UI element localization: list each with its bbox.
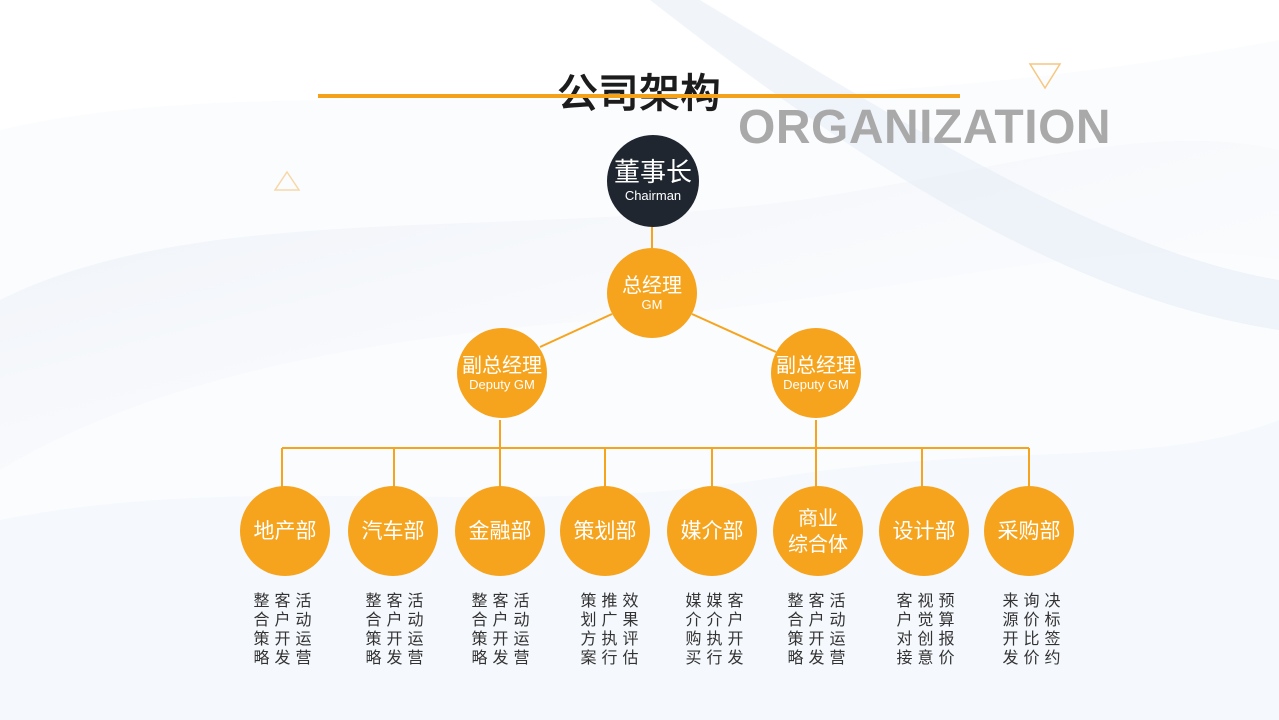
chairman-node: 董事长 Chairman	[607, 135, 699, 227]
duty-line: 发价约	[1002, 648, 1066, 667]
duty-line: 略发营	[787, 648, 851, 667]
department-node-commercial-complex: 商业 综合体	[773, 486, 863, 576]
duty-line: 略发营	[253, 648, 317, 667]
department-node-purchasing: 采购部	[984, 486, 1074, 576]
gm-title: 总经理	[622, 273, 682, 297]
duty-line: 户觉算	[896, 610, 960, 629]
department-node-media: 媒介部	[667, 486, 757, 576]
department-duties: 策推效 划广果 方执评 案行估	[557, 591, 667, 667]
department-duties: 整客活 合户动 策开运 略发营	[342, 591, 452, 667]
gm-title-en: GM	[641, 297, 663, 312]
department-name: 设计部	[892, 518, 956, 543]
department-node-planning: 策划部	[560, 486, 650, 576]
department-name: 金融部	[468, 518, 532, 543]
duty-line: 合户动	[471, 610, 535, 629]
triangle-outline-icon	[1028, 63, 1062, 90]
duty-line: 划广果	[580, 610, 644, 629]
duty-line: 整客活	[253, 591, 317, 610]
duty-line: 开比签	[1002, 629, 1066, 648]
duty-line: 合户动	[365, 610, 429, 629]
department-duties: 来询决 源价标 开比签 发价约	[979, 591, 1089, 667]
department-node-design: 设计部	[879, 486, 969, 576]
deputy-gm-title: 副总经理	[462, 353, 542, 377]
duty-line: 案行估	[580, 648, 644, 667]
department-duties: 客视预 户觉算 对创报 接意价	[873, 591, 983, 667]
page-title: 公司架构	[557, 70, 722, 117]
department-node-finance: 金融部	[455, 486, 545, 576]
duty-line: 略发营	[365, 648, 429, 667]
duty-line: 买行发	[685, 648, 749, 667]
duty-line: 策开运	[253, 629, 317, 648]
duty-line: 购执开	[685, 629, 749, 648]
duty-line: 对创报	[896, 629, 960, 648]
department-node-real-estate: 地产部	[240, 486, 330, 576]
duty-line: 合户动	[787, 610, 851, 629]
duty-line: 合户动	[253, 610, 317, 629]
department-name: 商业 综合体	[788, 506, 848, 556]
duty-line: 策开运	[471, 629, 535, 648]
duty-line: 策开运	[365, 629, 429, 648]
deputy-gm-title-en: Deputy GM	[783, 377, 849, 392]
duty-line: 源价标	[1002, 610, 1066, 629]
department-duties: 整客活 合户动 策开运 略发营	[448, 591, 558, 667]
department-duties: 整客活 合户动 策开运 略发营	[764, 591, 874, 667]
duty-line: 媒媒客	[685, 591, 749, 610]
gm-node: 总经理 GM	[607, 248, 697, 338]
duty-line: 来询决	[1002, 591, 1066, 610]
department-name: 策划部	[573, 518, 637, 543]
duty-line: 整客活	[471, 591, 535, 610]
duty-line: 介介户	[685, 610, 749, 629]
duty-line: 策推效	[580, 591, 644, 610]
duty-line: 略发营	[471, 648, 535, 667]
duty-line: 整客活	[365, 591, 429, 610]
duty-line: 策开运	[787, 629, 851, 648]
department-name: 汽车部	[361, 518, 425, 543]
department-name: 采购部	[997, 518, 1061, 543]
deputy-gm-title-en: Deputy GM	[469, 377, 535, 392]
department-duties: 媒媒客 介介户 购执开 买行发	[662, 591, 772, 667]
duty-line: 客视预	[896, 591, 960, 610]
page-subtitle: ORGANIZATION	[738, 101, 1112, 154]
chairman-title-en: Chairman	[624, 188, 682, 203]
duty-line: 整客活	[787, 591, 851, 610]
department-name: 地产部	[253, 518, 317, 543]
triangle-outline-icon	[273, 170, 301, 191]
department-name: 媒介部	[680, 518, 744, 543]
chairman-title: 董事长	[613, 158, 692, 188]
deputy-gm-title: 副总经理	[776, 353, 856, 377]
deputy-gm-node-right: 副总经理 Deputy GM	[771, 328, 861, 418]
title-underline	[318, 94, 960, 98]
department-duties: 整客活 合户动 策开运 略发营	[230, 591, 340, 667]
duty-line: 接意价	[896, 648, 960, 667]
department-node-automotive: 汽车部	[348, 486, 438, 576]
deputy-gm-node-left: 副总经理 Deputy GM	[457, 328, 547, 418]
duty-line: 方执评	[580, 629, 644, 648]
